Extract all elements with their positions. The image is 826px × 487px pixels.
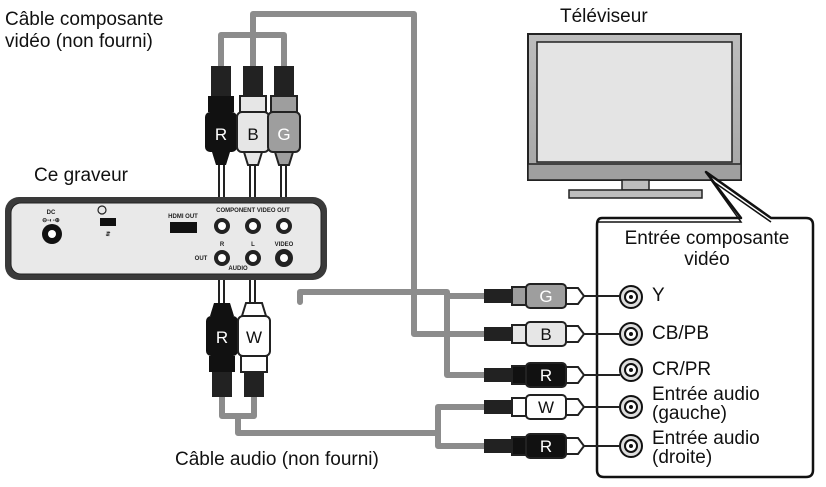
component-cable-label-1: Câble composante: [5, 9, 164, 30]
component-input-label-1: Entrée composante: [624, 228, 790, 249]
hdmi-label: HDMI OUT: [168, 214, 198, 220]
audio-jacks: [214, 249, 293, 267]
tv-jack-audio-right: [619, 434, 643, 458]
video-label: VIDEO: [275, 242, 294, 248]
video-cable-top-r: [218, 32, 256, 71]
audio-label: AUDIO: [228, 266, 248, 272]
tv-jack-cb: [619, 322, 643, 346]
svg-text:G: G: [277, 125, 290, 144]
plug-top-b: B: [236, 66, 270, 166]
tv-label: Téléviseur: [560, 6, 648, 27]
plug-top-r: R: [205, 66, 237, 165]
audio-cable-run: [235, 404, 487, 436]
tv-plug-letter-3: W: [538, 398, 554, 417]
tv-plug-4: R: [484, 433, 620, 459]
audio-cable-label: Câble audio (non fourni): [175, 449, 379, 470]
tv-plug-letter-4: R: [540, 437, 552, 456]
port-label-y: Y: [652, 285, 665, 306]
usb-port: ⇵: [97, 205, 116, 238]
component-input-label-2: vidéo: [684, 249, 730, 270]
port-label-cr: CR/PR: [652, 359, 712, 380]
tv-input-panel: [595, 170, 815, 479]
out-label: OUT: [195, 256, 208, 262]
cables: [218, 11, 487, 449]
television: [527, 33, 742, 199]
tv-plug-letter-2: R: [540, 366, 552, 385]
audio-cable-bottom: [219, 392, 257, 419]
svg-text:⊖-◐-⊕: ⊖-◐-⊕: [42, 218, 60, 224]
tv-plug-0: G: [484, 283, 620, 309]
video-cable-b: [250, 11, 487, 337]
tv-plug-letter-0: G: [539, 287, 552, 306]
tv-plug-1: B: [484, 321, 620, 347]
port-label-audio-left-2: (gauche): [652, 403, 727, 424]
recorder-device: DC ⊖-◐-⊕ ⇵ HDMI OUT COMPONENT VIDEO OUT …: [5, 197, 327, 280]
audio-l-label: L: [251, 242, 255, 248]
tv-plug-3: W: [484, 394, 620, 420]
audio-cable-run-r: [435, 430, 487, 449]
svg-text:R: R: [216, 328, 228, 347]
recorder-label: Ce graveur: [34, 165, 128, 186]
dc-jack: DC ⊖-◐-⊕: [42, 210, 62, 244]
component-out-label: COMPONENT VIDEO OUT: [216, 208, 290, 214]
hdmi-port: HDMI OUT: [168, 214, 198, 233]
component-cable-label-2: vidéo (non fourni): [5, 31, 153, 52]
svg-text:W: W: [246, 328, 262, 347]
plug-audio-w: W: [237, 302, 271, 397]
plug-top-g: G: [267, 66, 301, 166]
audio-r-label: R: [220, 242, 225, 248]
tv-plug-letter-1: B: [540, 325, 551, 344]
plug-audio-r: R: [206, 303, 238, 397]
dc-label: DC: [47, 210, 56, 216]
video-cable-top-g: [250, 32, 287, 71]
tv-jack-y: [619, 285, 643, 309]
component-jacks: [214, 218, 292, 234]
port-label-audio-right-1: Entrée audio: [652, 428, 760, 449]
port-label-audio-left-1: Entrée audio: [652, 384, 760, 405]
audio-plugs: R W: [206, 302, 271, 397]
component-plugs: R B G: [205, 66, 301, 166]
svg-text:B: B: [247, 125, 258, 144]
tv-jack-cr: [619, 358, 643, 382]
svg-text:R: R: [215, 125, 227, 144]
port-label-cb: CB/PB: [652, 323, 710, 344]
port-label-audio-right-2: (droite): [652, 447, 713, 468]
tv-jack-audio-left: [619, 395, 643, 419]
usb-icon: ⇵: [105, 231, 110, 238]
tv-plug-2: R: [484, 362, 620, 388]
video-cable-g-r: [297, 289, 487, 378]
